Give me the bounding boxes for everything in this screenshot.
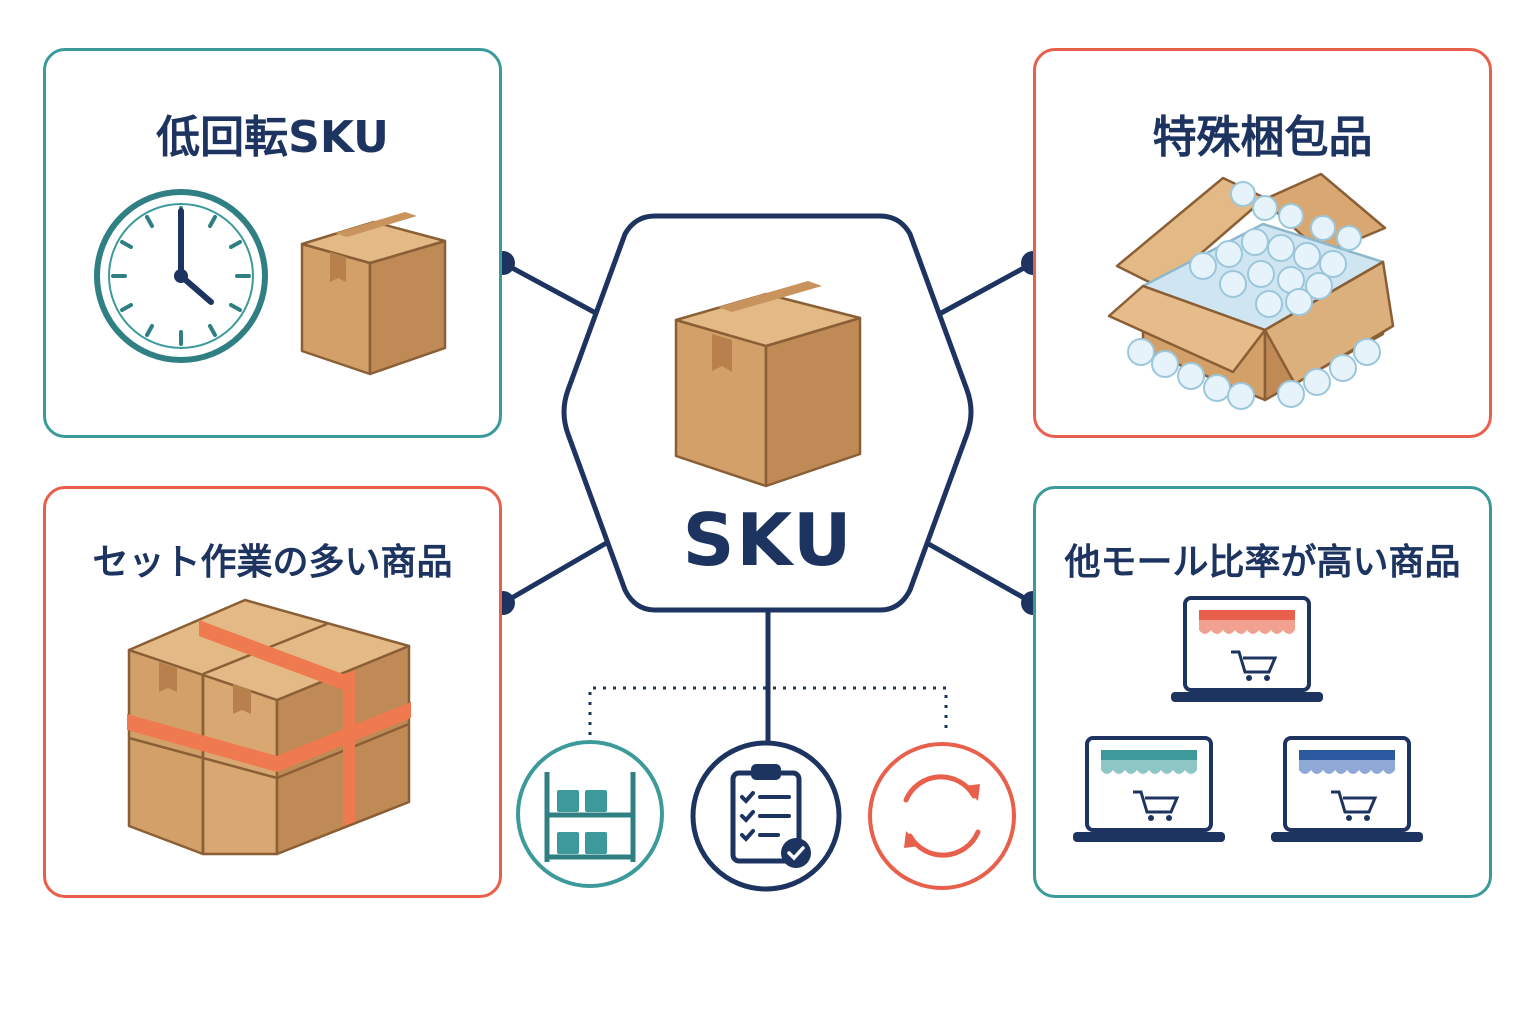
hub-label: SKU [682,498,854,582]
panel-title: セット作業の多い商品 [92,542,453,583]
connector-line-top-right [930,260,1035,321]
panel-title: 他モール比率が高い商品 [1064,542,1461,583]
cardboard-box-icon [300,212,447,376]
online-store-laptop-icon [1171,596,1323,702]
panel-low-turnover: 低回転SKU [43,48,502,438]
panel-other-mall-ratio: 他モール比率が高い商品 [1033,486,1492,898]
cardboard-box-icon [674,281,862,488]
panel-special-packaging: 特殊梱包品 [1033,48,1492,438]
online-store-laptop-icon [1073,736,1225,842]
panel-set-work-items: セット作業の多い商品 [43,486,502,898]
refresh-cycle-icon [868,742,1016,890]
connector-line-top-left [501,260,607,321]
checklist-clipboard-icon [690,740,842,892]
online-store-laptop-icon [1271,736,1423,842]
warehouse-shelf-icon [516,740,664,888]
clock-icon [94,189,268,363]
connector-line-bottom-right [916,535,1035,606]
connector-line-bottom-left [501,535,617,606]
panel-title: 特殊梱包品 [1152,112,1373,163]
panel-title: 低回転SKU [156,112,389,163]
